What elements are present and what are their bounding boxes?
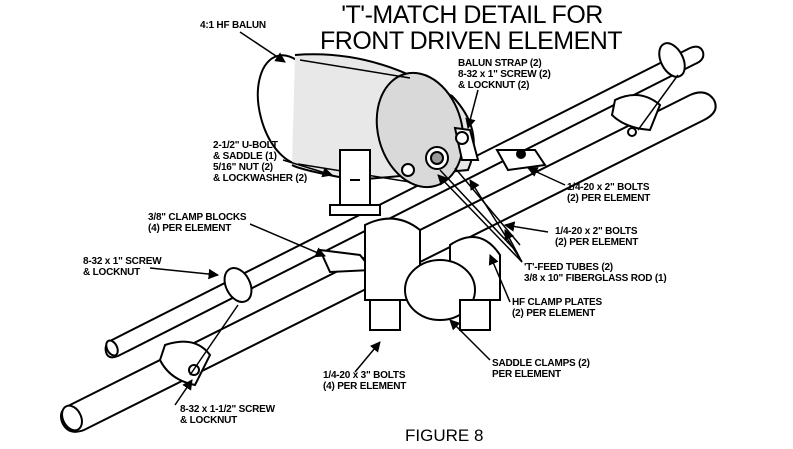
hf-clamp-plates — [364, 217, 501, 321]
label-screw-1in: 8-32 x 1" SCREW & LOCKNUT — [83, 256, 162, 278]
title-line-1: 'T'-MATCH DETAIL FOR — [341, 1, 603, 29]
leader-u-bolt — [282, 159, 334, 178]
label-bolts-2in-lower: 1/4-20 x 2" BOLTS (2) PER ELEMENT — [555, 226, 639, 248]
leader-screw-1in — [149, 267, 220, 280]
label-bolts-3in: 1/4-20 x 3" BOLTS (4) PER ELEMENT — [323, 370, 407, 392]
balun-strap — [401, 126, 480, 177]
element-clamp-right — [610, 42, 686, 137]
diagram-title: 'T'-MATCH DETAIL FOR FRONT DRIVEN ELEMEN… — [320, 1, 623, 55]
u-bolt-saddle — [329, 149, 381, 216]
leader-hf-clamp — [488, 254, 511, 303]
label-balun-strap: BALUN STRAP (2) 8-32 x 1" SCREW (2) & LO… — [458, 58, 551, 91]
title-line-2: FRONT DRIVEN ELEMENT — [320, 27, 623, 55]
leader-screw-1-5in — [174, 379, 193, 406]
element-clamp-left — [158, 267, 253, 387]
leader-tfeed-3 — [504, 229, 523, 263]
clamp-block-upper — [495, 149, 547, 172]
leader-balun-strap — [465, 89, 479, 130]
leader-tfeed-2 — [469, 179, 523, 263]
label-screw-1-5in: 8-32 x 1-1/2" SCREW & LOCKNUT — [180, 404, 275, 426]
balun-cylinder — [256, 53, 475, 189]
leader-saddle — [449, 319, 491, 361]
leader-lines — [149, 31, 566, 406]
label-hf-clamp-plates: HF CLAMP PLATES (2) PER ELEMENT — [512, 297, 602, 319]
leader-clamp-blocks — [249, 223, 326, 258]
label-balun: 4:1 HF BALUN — [200, 20, 266, 31]
label-clamp-blocks: 3/8" CLAMP BLOCKS (4) PER ELEMENT — [148, 212, 247, 234]
tfeed-rod-upper — [104, 45, 705, 359]
label-saddle-clamps: SADDLE CLAMPS (2) PER ELEMENT — [492, 358, 590, 380]
label-bolts-2in-upper: 1/4-20 x 2" BOLTS (2) PER ELEMENT — [567, 182, 651, 204]
label-u-bolt: 2-1/2" U-BOLT & SADDLE (1) 5/16" NUT (2)… — [213, 140, 308, 184]
leader-tfeed-1 — [437, 174, 523, 263]
label-tfeed: 'T'-FEED TUBES (2) 3/8 x 10" FIBERGLASS … — [524, 262, 667, 284]
leader-bolts-3in — [354, 341, 381, 373]
leader-bolts-lower — [503, 221, 549, 233]
leader-bolts-upper — [527, 167, 566, 186]
figure-caption: FIGURE 8 — [405, 426, 484, 445]
leader-balun — [239, 31, 286, 63]
